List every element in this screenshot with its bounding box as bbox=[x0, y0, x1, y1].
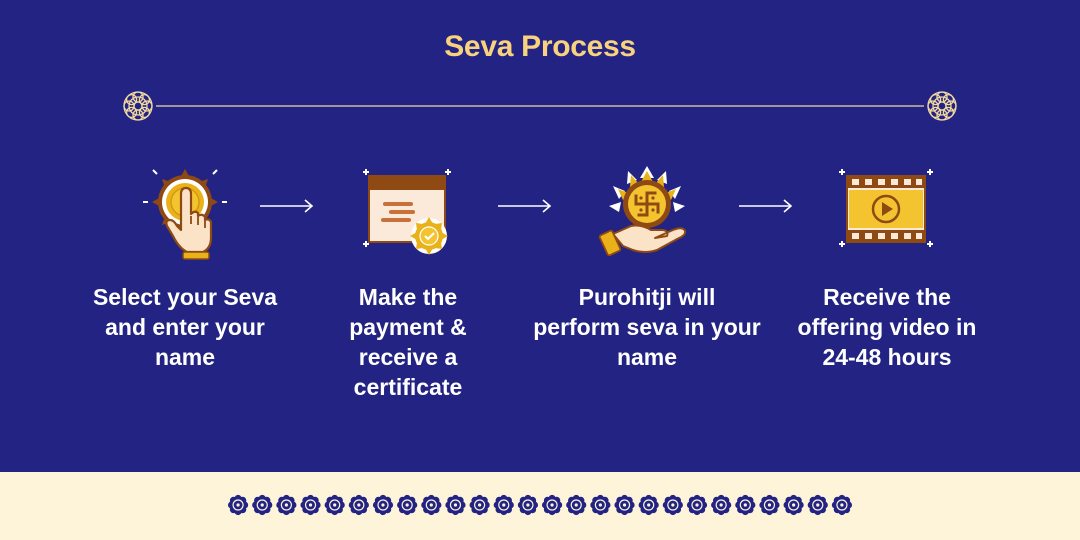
flower-icon bbox=[541, 494, 563, 516]
arrow-right-icon bbox=[260, 199, 314, 213]
footer-band bbox=[0, 472, 1080, 540]
swastika-hand-icon bbox=[598, 166, 687, 257]
video-play-icon bbox=[839, 169, 933, 247]
flower-icon bbox=[324, 494, 345, 516]
label-line: and enter your bbox=[105, 314, 265, 340]
label-line: Purohitji will bbox=[578, 284, 716, 310]
flower-icon bbox=[566, 494, 587, 516]
flower-icon bbox=[372, 494, 394, 516]
flower-icon bbox=[300, 494, 321, 516]
flower-icon bbox=[735, 494, 756, 516]
step-label-perform-seva: Purohitji will perform seva in your name bbox=[517, 282, 777, 372]
mandala-left-icon bbox=[123, 91, 153, 121]
seva-process-section: Seva Process bbox=[55, 30, 1017, 402]
flower-icon bbox=[445, 494, 466, 516]
arrow-right-icon bbox=[498, 199, 552, 213]
flower-icon bbox=[348, 494, 369, 516]
label-line: Select your Seva bbox=[92, 284, 278, 310]
flower-icon bbox=[517, 494, 539, 516]
label-line: name bbox=[616, 344, 678, 370]
flower-border bbox=[227, 494, 853, 516]
certificate-icon bbox=[363, 169, 451, 255]
flower-icon bbox=[759, 494, 780, 516]
flower-icon bbox=[590, 494, 611, 516]
flower-icon bbox=[614, 494, 635, 516]
mandala-right-icon bbox=[927, 91, 957, 121]
flower-icon bbox=[638, 494, 659, 516]
ornamental-divider bbox=[123, 91, 957, 121]
flower-icon bbox=[711, 494, 732, 516]
label-line: payment & bbox=[349, 314, 467, 340]
flower-icon bbox=[421, 494, 442, 516]
flower-icon bbox=[783, 494, 804, 516]
label-line: receive a bbox=[358, 344, 458, 370]
flower-icon bbox=[252, 494, 273, 516]
flower-icon bbox=[807, 494, 828, 516]
flower-icon bbox=[493, 494, 514, 516]
flower-icon bbox=[686, 494, 708, 516]
step-label-payment: Make the payment & receive a certificate bbox=[278, 282, 538, 402]
label-line: Make the bbox=[358, 284, 458, 310]
label-line: Receive the bbox=[823, 284, 951, 310]
label-line: certificate bbox=[353, 374, 463, 400]
flower-icon bbox=[831, 494, 853, 516]
label-line: perform seva in your bbox=[533, 314, 761, 340]
label-line: 24-48 hours bbox=[822, 344, 952, 370]
flower-icon bbox=[227, 494, 249, 516]
label-line: name bbox=[154, 344, 216, 370]
flower-icon bbox=[276, 494, 297, 516]
flower-icon bbox=[469, 494, 490, 516]
flower-icon bbox=[662, 494, 683, 516]
label-line: offering video in bbox=[797, 314, 977, 340]
flower-icon bbox=[397, 494, 418, 516]
step-label-select-seva: Select your Seva and enter your name bbox=[55, 282, 315, 372]
arrow-right-icon bbox=[739, 199, 793, 213]
hand-tap-icon bbox=[143, 169, 227, 260]
step-label-receive-video: Receive the offering video in 24-48 hour… bbox=[757, 282, 1017, 372]
page-title: Seva Process bbox=[444, 30, 636, 63]
